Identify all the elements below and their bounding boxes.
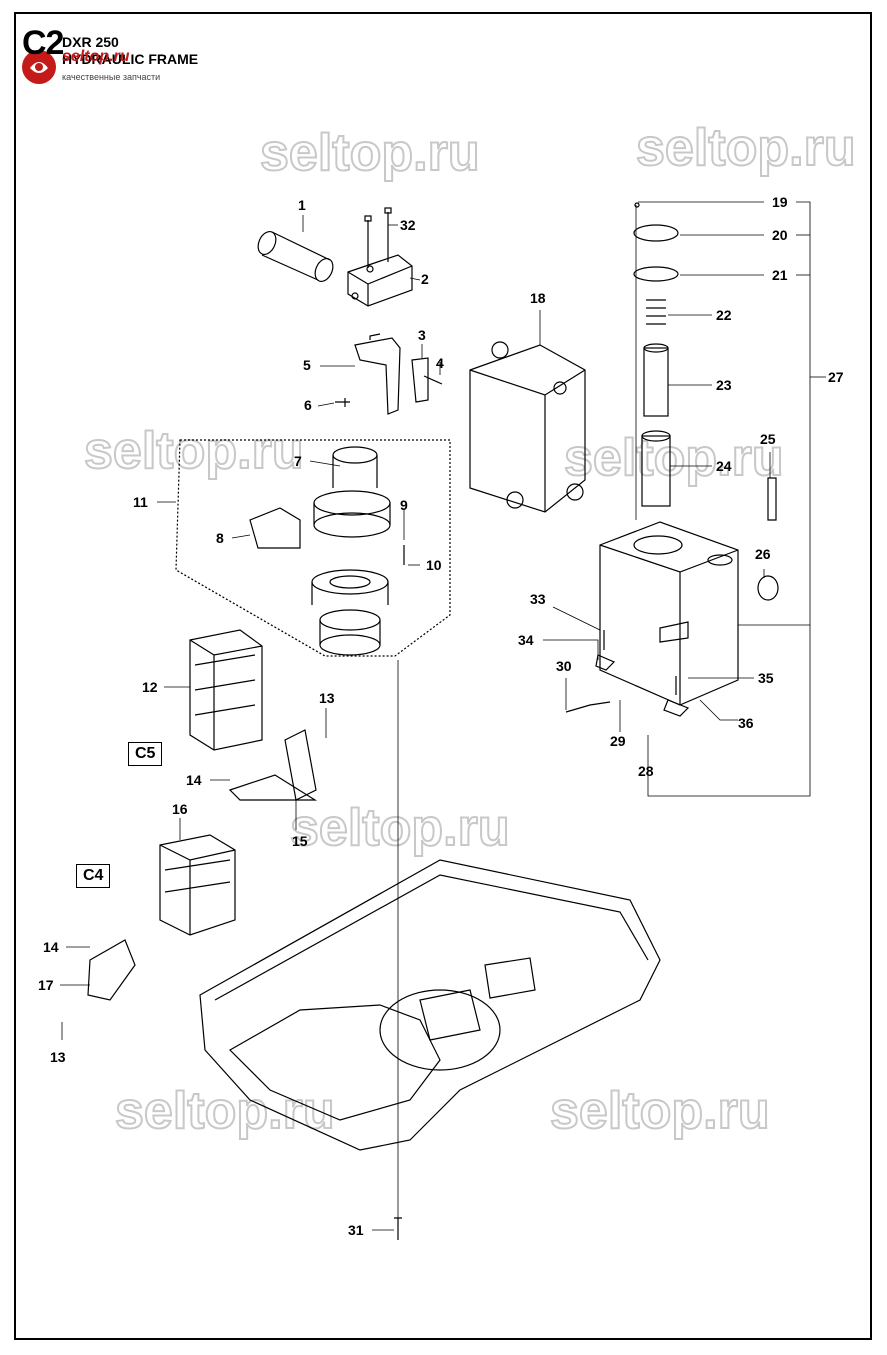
label-1: 1 (298, 197, 306, 213)
label-4: 4 (436, 355, 444, 371)
part-15-plate (228, 774, 318, 801)
part-17-bracket (87, 939, 136, 1001)
label-35: 35 (758, 670, 774, 686)
label-25: 25 (760, 431, 776, 447)
part-12-valve (189, 629, 263, 751)
part-27-tank (599, 521, 739, 706)
label-12: 12 (142, 679, 158, 695)
part-31-bolt (394, 1217, 402, 1240)
label-5: 5 (303, 357, 311, 373)
part-5-bracket (354, 333, 401, 415)
label-29: 29 (610, 733, 626, 749)
logo-name: seltop.ru (62, 48, 130, 65)
ref-c4[interactable]: C4 (76, 864, 111, 888)
label-27: 27 (828, 369, 844, 385)
part-36-bracket (663, 699, 690, 717)
watermark-text: seltop.ru (84, 422, 304, 480)
part-18-box (469, 341, 586, 513)
part-number-labels: 1 32 2 3 4 5 6 7 11 9 8 10 12 13 14 15 1… (38, 194, 844, 1238)
label-7: 7 (294, 453, 302, 469)
label-31: 31 (348, 1222, 364, 1238)
label-9: 9 (400, 497, 408, 513)
label-3: 3 (418, 327, 426, 343)
label-17: 17 (38, 977, 54, 993)
part-2-valve (347, 254, 413, 307)
label-14b: 14 (43, 939, 59, 955)
part-4-pin (423, 375, 443, 385)
leader-lines (60, 201, 826, 1231)
watermark-text: seltop.ru (564, 429, 784, 487)
label-34: 34 (518, 632, 534, 648)
part-3-clip (411, 357, 429, 403)
label-30: 30 (556, 658, 572, 674)
parts-19-24-filter (633, 202, 679, 520)
label-13: 13 (319, 690, 335, 706)
watermark-text: seltop.ru (550, 1082, 770, 1140)
label-32: 32 (400, 217, 416, 233)
label-19: 19 (772, 194, 788, 210)
part-1-handle (257, 231, 334, 282)
ref-c5[interactable]: C5 (128, 742, 163, 766)
part-15-bracket (284, 729, 317, 801)
watermark-text: seltop.ru (290, 799, 510, 857)
label-36: 36 (738, 715, 754, 731)
part-8-bracket (249, 507, 301, 549)
part-7-swivel (313, 446, 391, 538)
page-title: HYDRAULIC FRAME (62, 51, 199, 67)
part-25-gauge (767, 477, 777, 521)
label-20: 20 (772, 227, 788, 243)
page-frame (14, 12, 872, 1340)
label-23: 23 (716, 377, 732, 393)
group-11-outline (175, 439, 451, 657)
part-6-bolt (335, 398, 350, 407)
part-34-bracket (595, 654, 616, 671)
label-8: 8 (216, 530, 224, 546)
part-26-cap (757, 575, 779, 601)
label-33: 33 (530, 591, 546, 607)
watermark-text: seltop.ru (636, 119, 856, 177)
label-2: 2 (421, 271, 429, 287)
part-drawings (87, 202, 779, 1240)
model-name: DXR 250 (62, 34, 119, 50)
label-6: 6 (304, 397, 312, 413)
label-11: 11 (133, 494, 148, 510)
label-15: 15 (292, 833, 308, 849)
seltop-logo-icon (20, 48, 58, 86)
part-16-valve (159, 834, 236, 936)
watermark-text: seltop.ru (260, 124, 480, 182)
label-13b: 13 (50, 1049, 66, 1065)
label-24: 24 (716, 458, 732, 474)
watermark-text: seltop.ru (115, 1082, 335, 1140)
part-7-swivel-lower (311, 569, 389, 656)
watermarks: seltop.ru seltop.ru seltop.ru seltop.ru … (83, 118, 857, 1141)
part-32-bolts (364, 207, 392, 268)
label-26: 26 (755, 546, 771, 562)
label-22: 22 (716, 307, 732, 323)
label-18: 18 (530, 290, 546, 306)
logo-tagline: качественные запчасти (62, 72, 161, 82)
label-14: 14 (186, 772, 202, 788)
label-21: 21 (772, 267, 788, 283)
label-10: 10 (426, 557, 442, 573)
label-16: 16 (172, 801, 188, 817)
section-code: C2 (22, 24, 64, 62)
label-28: 28 (638, 763, 654, 779)
frame-drawing (199, 859, 661, 1151)
part-30-sensor (565, 701, 611, 713)
